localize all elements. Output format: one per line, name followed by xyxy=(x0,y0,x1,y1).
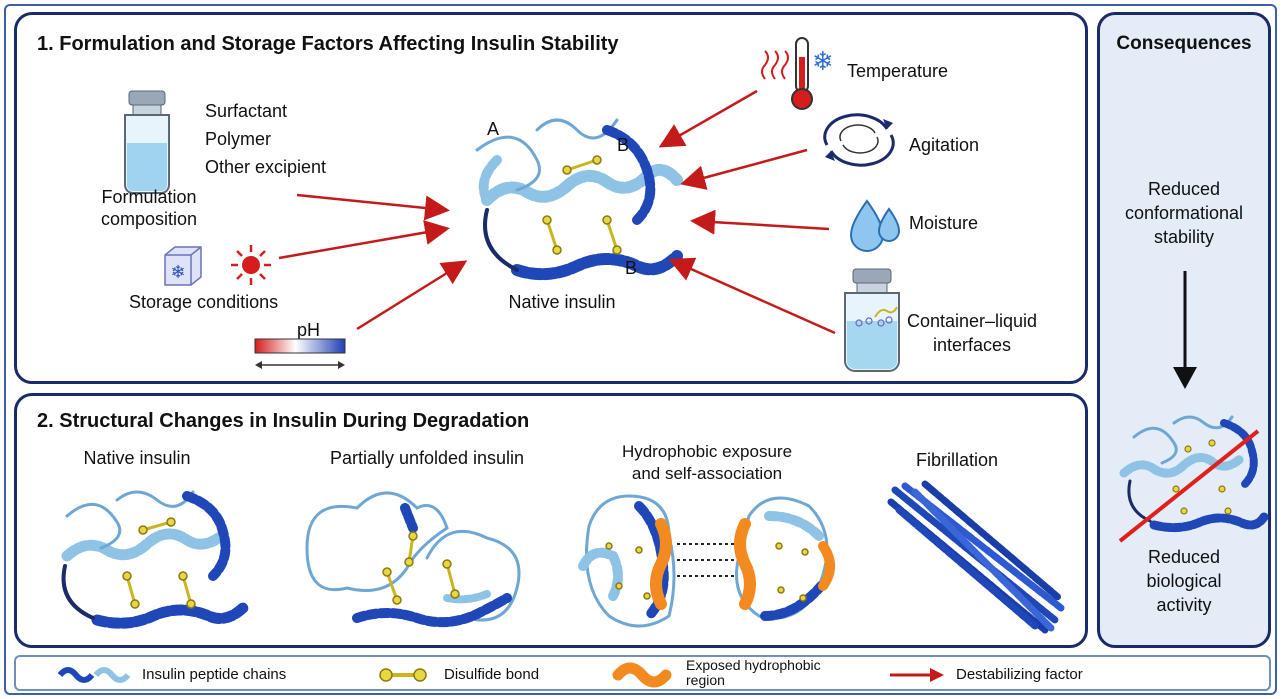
legend-hydrophobic-line1: Exposed hydrophobic xyxy=(686,657,821,673)
water-drops-icon xyxy=(849,199,901,252)
down-arrow-icon xyxy=(1173,271,1197,389)
arrow-storage xyxy=(278,220,450,260)
consequence-second-line1: Reduced xyxy=(1147,547,1221,567)
chain-label-b-top: B xyxy=(617,135,630,155)
storage-conditions-label: Storage conditions xyxy=(129,292,279,312)
native-insulin-structure xyxy=(475,118,683,281)
ph-gradient-bar xyxy=(254,338,346,369)
disrupted-insulin-structure xyxy=(1118,415,1269,543)
legend-hydrophobic-line2: region xyxy=(686,672,725,688)
heat-waves-icon xyxy=(761,50,789,80)
chain-label-a: A xyxy=(487,119,500,139)
stage-partially-unfolded-label: Partially unfolded insulin xyxy=(329,448,525,468)
legend: Insulin peptide chains Disulfide bond Ex… xyxy=(14,655,1271,691)
factor-agitation: Agitation xyxy=(909,135,980,155)
panel-formulation-storage: 1. Formulation and Storage Factors Affec… xyxy=(14,12,1088,384)
arrow-ph xyxy=(356,260,468,331)
consequence-first-line1: Reduced xyxy=(1147,179,1221,199)
excipient-other: Other excipient xyxy=(205,157,327,177)
outer-frame xyxy=(4,4,1277,695)
vial-icon xyxy=(124,90,170,194)
consequences-title: Consequences xyxy=(1116,33,1252,54)
arrow-moisture xyxy=(690,209,830,235)
legend-chains-label: Insulin peptide chains xyxy=(142,666,287,683)
snowflake-icon: ❄ xyxy=(812,47,834,77)
sun-heat-icon xyxy=(231,245,271,285)
formulation-label-line1: Formulation xyxy=(101,187,197,207)
panel1-title: 1. Formulation and Storage Factors Affec… xyxy=(37,33,619,55)
arrow-temperature xyxy=(658,89,758,148)
excipient-polymer: Polymer xyxy=(205,129,272,149)
factor-moisture: Moisture xyxy=(909,213,979,233)
stage-native-label: Native insulin xyxy=(83,448,191,468)
consequence-first-line2: conformational xyxy=(1124,203,1244,223)
container-vial-icon xyxy=(844,268,900,372)
thermometer-icon xyxy=(791,37,813,110)
panel2-title: 2. Structural Changes in Insulin During … xyxy=(37,410,530,432)
legend-disulfide-icon xyxy=(379,668,427,682)
consequence-second-line3: activity xyxy=(1156,595,1212,615)
arrow-agitation xyxy=(680,148,808,190)
chain-label-b-bottom: B xyxy=(625,258,638,278)
stage-fibrillation-label: Fibrillation xyxy=(915,450,999,470)
consequence-first-line3: stability xyxy=(1153,227,1215,247)
panel-structural-changes: 2. Structural Changes in Insulin During … xyxy=(14,393,1088,648)
legend-chain-icon xyxy=(57,667,131,683)
stage-native-structure xyxy=(61,490,251,629)
factor-temperature: Temperature xyxy=(847,61,949,81)
factor-container-line2: interfaces xyxy=(932,335,1012,355)
legend-destabilizing-label: Destabilizing factor xyxy=(956,666,1083,683)
factor-container-line1: Container–liquid xyxy=(906,311,1038,331)
panel-consequences: Consequences Reduced conformational stab… xyxy=(1097,12,1271,648)
agitation-icon xyxy=(823,113,895,167)
center-native-insulin-label: Native insulin xyxy=(508,292,616,312)
arrow-formulation xyxy=(296,193,450,221)
formulation-label-line2: composition xyxy=(100,209,198,229)
stage-hydrophobic-label-line2: and self-association xyxy=(631,464,783,483)
stage-unfolded-structure xyxy=(305,491,521,628)
stage-hydrophobic-label-line1: Hydrophobic exposure xyxy=(621,442,793,461)
destabilizing-arrows xyxy=(278,89,836,335)
arrow-container xyxy=(668,257,836,335)
stage-fibril-structure xyxy=(887,480,1065,634)
freezer-box-icon: ❄ xyxy=(164,246,202,286)
legend-arrow-icon xyxy=(890,668,944,682)
ph-label: pH xyxy=(297,320,321,340)
consequence-second-line2: biological xyxy=(1146,571,1222,591)
stage-self-association-structure xyxy=(578,494,835,628)
svg-text:❄: ❄ xyxy=(170,262,185,283)
legend-disulfide-label: Disulfide bond xyxy=(444,666,540,683)
legend-hydrophobic-icon xyxy=(612,662,672,688)
excipient-surfactant: Surfactant xyxy=(205,101,288,121)
